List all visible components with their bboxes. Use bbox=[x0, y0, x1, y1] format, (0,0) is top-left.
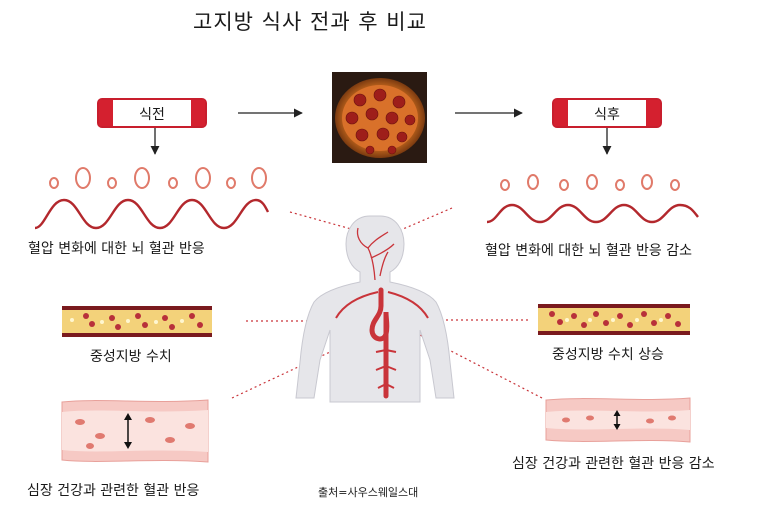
before-meal-badge: 식전 bbox=[97, 98, 207, 128]
after-heart-vessel-label: 심장 건강과 관련한 혈관 반응 감소 bbox=[512, 456, 715, 472]
badge-cap-left bbox=[554, 100, 568, 126]
badge-cap-left bbox=[99, 100, 113, 126]
after-artery-cross-section bbox=[545, 397, 691, 443]
after-triglyceride-label: 중성지방 수치 상승 bbox=[552, 347, 664, 363]
after-vessel-rings bbox=[500, 174, 680, 191]
human-anatomy-figure bbox=[295, 215, 455, 403]
pizza-image bbox=[332, 72, 427, 163]
before-wave bbox=[34, 198, 270, 230]
after-meal-badge: 식후 bbox=[552, 98, 662, 128]
before-heart-vessel-label: 심장 건강과 관련한 혈관 반응 bbox=[27, 483, 200, 499]
after-lipid-vessel bbox=[538, 304, 690, 335]
before-triglyceride-label: 중성지방 수치 bbox=[90, 349, 172, 365]
after-meal-badge-label: 식후 bbox=[594, 107, 620, 123]
before-vessel-rings bbox=[49, 167, 267, 189]
badge-cap-right bbox=[646, 100, 660, 126]
source-credit: 출처=사우스웨일스대 bbox=[318, 486, 419, 499]
after-vessel-response-label: 혈압 변화에 대한 뇌 혈관 반응 감소 bbox=[485, 243, 693, 259]
badge-cap-right bbox=[191, 100, 205, 126]
diagram-title: 고지방 식사 전과 후 비교 bbox=[193, 10, 427, 34]
before-meal-badge-label: 식전 bbox=[139, 107, 165, 123]
before-lipid-vessel bbox=[62, 306, 212, 337]
after-wave bbox=[486, 203, 699, 224]
before-artery-cross-section bbox=[61, 399, 209, 463]
before-vessel-response-label: 혈압 변화에 대한 뇌 혈관 반응 bbox=[28, 241, 205, 257]
